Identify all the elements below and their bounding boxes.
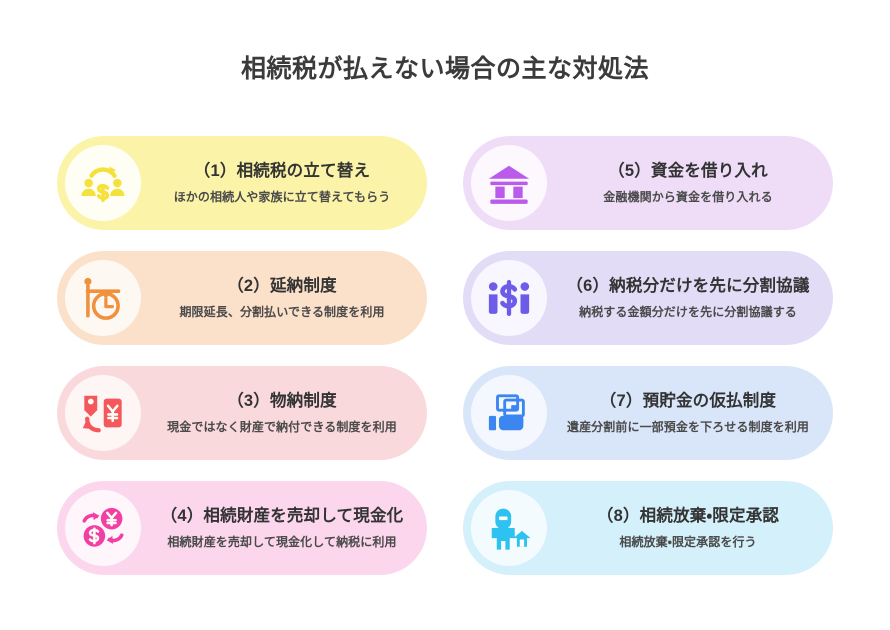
card-desc-3: 現金ではなく財産で納付できる制度を利用 <box>167 420 397 435</box>
card-desc-4: 相続財産を売却して現金化して納税に利用 <box>167 535 397 550</box>
option-card-1[interactable]: （1）相続税の立て替え ほかの相続人や家族に立て替えてもらう <box>57 136 427 230</box>
hanging-clock-icon <box>84 277 121 320</box>
option-card-3[interactable]: （3）物納制度 現金ではなく財産で納付できる制度を利用 <box>57 366 427 460</box>
option-card-7[interactable]: （7）預貯金の仮払制度 遺産分割前に一部預金を下ろせる制度を利用 <box>463 366 833 460</box>
icon-circle-2 <box>65 260 141 336</box>
currency-exchange-coins-icon <box>82 507 124 547</box>
card-desc-7: 遺産分割前に一部預金を下ろせる制度を利用 <box>566 420 809 435</box>
hand-holding-cash-icon <box>488 394 525 431</box>
people-money-transfer-icon <box>81 166 125 203</box>
bank-building-icon <box>488 165 530 204</box>
card-title-3: （3）物納制度 <box>227 391 337 410</box>
card-title-2: （2）延納制度 <box>227 276 337 295</box>
card-title-5: （5）資金を借り入れ <box>608 161 768 180</box>
card-title-8: （8）相続放棄・限定承認 <box>596 506 780 525</box>
option-card-5[interactable]: （5）資金を借り入れ 金融機関から資金を借り入れる <box>463 136 833 230</box>
card-text-7: （7）預貯金の仮払制度 遺産分割前に一部預金を下ろせる制度を利用 <box>553 391 833 436</box>
icon-circle-1 <box>65 145 141 221</box>
card-desc-2: 期限延長、分割払いできる制度を利用 <box>179 305 385 320</box>
card-title-4: （4）相続財産を売却して現金化 <box>160 506 404 525</box>
card-text-4: （4）相続財産を売却して現金化 相続財産を売却して現金化して納税に利用 <box>147 506 427 551</box>
icon-circle-8 <box>471 490 547 566</box>
option-card-8[interactable]: （8）相続放棄・限定承認 相続放棄・限定承認を行う <box>463 481 833 575</box>
options-grid: （1）相続税の立て替え ほかの相続人や家族に立て替えてもらう （5）資 <box>57 136 833 575</box>
card-desc-5: 金融機関から資金を借り入れる <box>603 190 773 205</box>
card-text-8: （8）相続放棄・限定承認 相続放棄・限定承認を行う <box>553 506 833 551</box>
card-text-2: （2）延納制度 期限延長、分割払いできる制度を利用 <box>147 276 427 321</box>
card-desc-6: 納税する金額分だけを先に分割協議する <box>579 305 797 320</box>
property-yen-tag-icon <box>82 395 122 433</box>
option-card-6[interactable]: （6）納税分だけを先に分割協議 納税する金額分だけを先に分割協議する <box>463 251 833 345</box>
card-text-3: （3）物納制度 現金ではなく財産で納付できる制度を利用 <box>147 391 427 436</box>
card-desc-8: 相続放棄・限定承認を行う <box>619 535 757 550</box>
icon-circle-3 <box>65 375 141 451</box>
option-card-2[interactable]: （2）延納制度 期限延長、分割払いできる制度を利用 <box>57 251 427 345</box>
card-text-6: （6）納税分だけを先に分割協議 納税する金額分だけを先に分割協議する <box>553 276 833 321</box>
icon-circle-6 <box>471 260 547 336</box>
card-text-5: （5）資金を借り入れ 金融機関から資金を借り入れる <box>553 161 833 206</box>
card-title-6: （6）納税分だけを先に分割協議 <box>566 276 810 295</box>
card-text-1: （1）相続税の立て替え ほかの相続人や家族に立て替えてもらう <box>147 161 427 206</box>
icon-circle-5 <box>471 145 547 221</box>
two-people-dollar-icon <box>488 280 530 316</box>
icon-circle-4 <box>65 490 141 566</box>
card-desc-1: ほかの相続人や家族に立て替えてもらう <box>173 190 391 205</box>
icon-circle-7 <box>471 375 547 451</box>
card-title-7: （7）預貯金の仮払制度 <box>599 391 777 410</box>
page-title: 相続税が払えない場合の主な対処法 <box>240 55 649 83</box>
option-card-4[interactable]: （4）相続財産を売却して現金化 相続財産を売却して現金化して納税に利用 <box>57 481 427 575</box>
card-title-1: （1）相続税の立て替え <box>193 161 371 180</box>
person-with-house-icon <box>491 508 531 550</box>
